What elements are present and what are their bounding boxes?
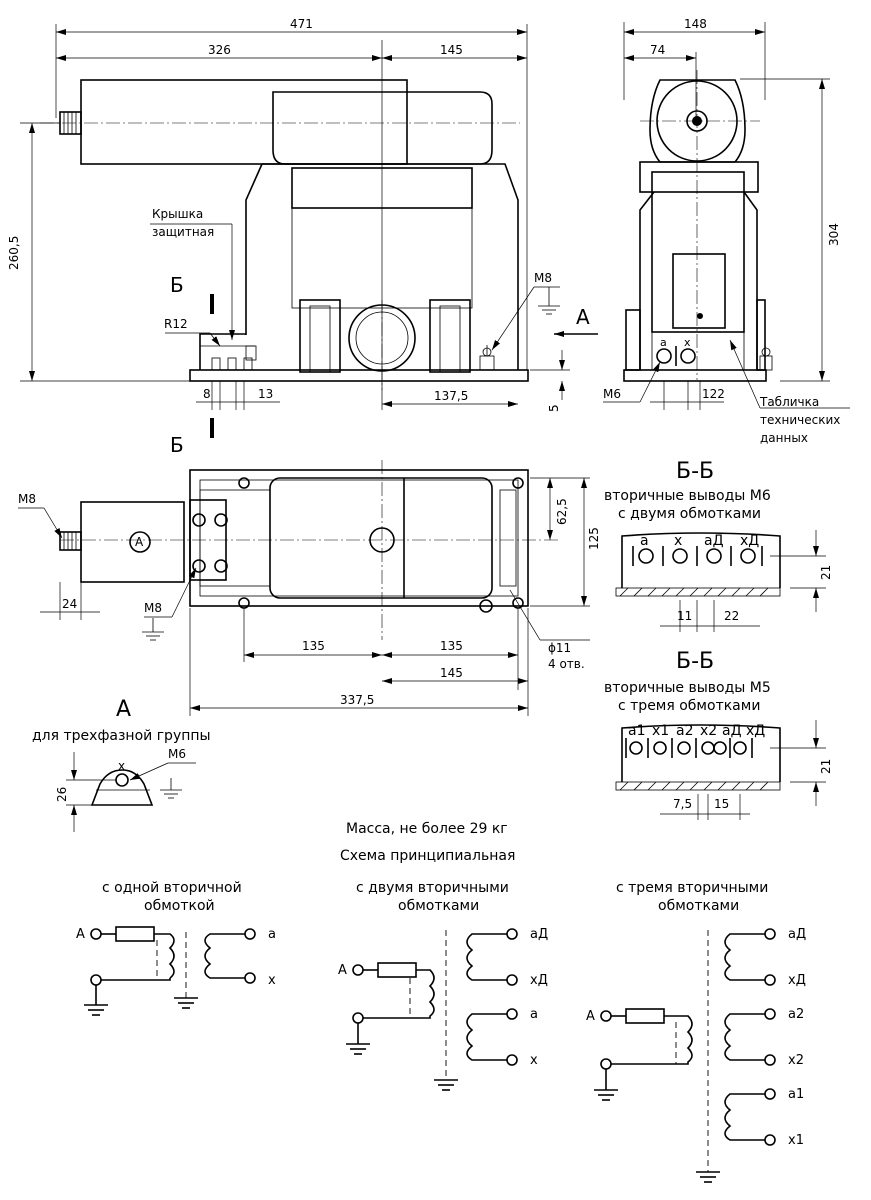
- dim-24: 24: [62, 597, 77, 611]
- section-bb1-line1: вторичные выводы М6: [604, 488, 771, 504]
- scheme3-xd: xД: [788, 973, 806, 988]
- dim-326: 326: [208, 43, 231, 57]
- scheme3-line1: с тремя вторичными: [616, 880, 768, 896]
- scheme2-line2: обмотками: [398, 898, 479, 914]
- section-bb2-line1: вторичные выводы М5: [604, 680, 771, 696]
- dim-13: 13: [258, 387, 273, 401]
- bb1-term-ad: aД: [704, 533, 724, 549]
- view-a-m6: M6: [168, 747, 186, 761]
- label-m6-side: M6: [603, 387, 621, 401]
- section-bb1-title: Б-Б: [676, 459, 714, 484]
- dim-62: 62,5: [555, 498, 569, 525]
- section-bb1-line2: с двумя обмотками: [618, 506, 761, 522]
- dim-135b: 135: [440, 639, 463, 653]
- dim-overall-length: 471: [290, 17, 313, 31]
- scheme3-a2: a2: [788, 1007, 804, 1022]
- hole-count: 4 отв.: [548, 657, 585, 671]
- side-view: 148 74 304 a x M6: [603, 17, 850, 445]
- scheme3-primary: A: [586, 1009, 595, 1024]
- label-m8-front: M8: [534, 271, 552, 285]
- scheme2-x: x: [530, 1053, 538, 1068]
- view-a-title: А: [116, 697, 131, 722]
- dim-145-top: 145: [440, 43, 463, 57]
- label-plate-1: Табличка: [759, 395, 819, 409]
- bb2-term-x2: x2: [700, 723, 717, 739]
- scheme3-ad: aД: [788, 927, 806, 942]
- bb2-dim-21: 21: [819, 759, 833, 774]
- scheme3-line2: обмотками: [658, 898, 739, 914]
- hole-dia: ϕ11: [548, 641, 571, 655]
- label-cover-1: Крышка: [152, 207, 203, 221]
- dim-8: 8: [203, 387, 211, 401]
- dim-135a: 135: [302, 639, 325, 653]
- plan-circle-a: А: [135, 535, 144, 549]
- scheme2-line1: с двумя вторичными: [356, 880, 509, 896]
- bb1-dim-11: 11: [677, 609, 692, 623]
- dim-5: 5: [547, 404, 561, 412]
- side-terminal-x: x: [684, 336, 691, 349]
- mass-text: Масса, не более 29 кг: [346, 821, 508, 837]
- scheme3-x1: x1: [788, 1133, 804, 1148]
- scheme2-ad: aД: [530, 927, 548, 942]
- scheme1-line1: с одной вторичной: [102, 880, 242, 896]
- view-a: А для трехфазной группы x M6 26: [32, 697, 211, 832]
- bb2-term-x1: x1: [652, 723, 669, 739]
- dim-260: 260,5: [7, 236, 21, 270]
- view-a-dim-26: 26: [55, 787, 69, 802]
- scheme1-x: x: [268, 973, 276, 988]
- dim-74: 74: [650, 43, 665, 57]
- label-plate-3: данных: [760, 431, 808, 445]
- dim-125: 125: [587, 527, 601, 550]
- scheme-one: с одной вторичной обмоткой A a x: [76, 880, 276, 1016]
- dim-122: 122: [702, 387, 725, 401]
- section-bb-1: Б-Б вторичные выводы М6 с двумя обмоткам…: [604, 459, 833, 632]
- section-bb-2: Б-Б вторичные выводы М5 с тремя обмоткам…: [604, 649, 833, 820]
- label-m8-plan-left: M8: [18, 492, 36, 506]
- bb2-term-xd: xД: [746, 723, 765, 739]
- dim-304: 304: [827, 223, 841, 246]
- bb2-term-a1: a1: [628, 723, 646, 739]
- dim-137: 137,5: [434, 389, 468, 403]
- bb1-term-x: x: [674, 533, 682, 549]
- bb2-term-ad: aД: [722, 723, 742, 739]
- scheme1-a: a: [268, 927, 276, 942]
- scheme-three: с тремя вторичными обмотками A aД xД a2 …: [586, 880, 806, 1183]
- scheme1-primary: A: [76, 927, 85, 942]
- scheme-two: с двумя вторичными обмотками A aД xД a x: [338, 880, 548, 1091]
- section-bb2-line2: с тремя обмотками: [618, 698, 760, 714]
- dim-145-plan: 145: [440, 666, 463, 680]
- scheme2-xd: xД: [530, 973, 548, 988]
- label-cover-2: защитная: [152, 225, 214, 239]
- front-view: 471 326 145 260,5: [7, 17, 598, 457]
- scheme3-a1: a1: [788, 1087, 804, 1102]
- label-m8-plan-bottom: M8: [144, 601, 162, 615]
- bb1-dim-22: 22: [724, 609, 739, 623]
- plan-view: А M8 M8 24 62,5 125 135 135 145 337,5: [18, 460, 601, 716]
- view-a-subtitle: для трехфазной группы: [32, 728, 211, 744]
- section-bb2-title: Б-Б: [676, 649, 714, 674]
- scheme1-line2: обмоткой: [144, 898, 215, 914]
- view-a-x: x: [118, 759, 125, 773]
- side-terminal-a: a: [660, 336, 667, 349]
- scheme2-a: a: [530, 1007, 538, 1022]
- label-r12: R12: [164, 317, 188, 331]
- bb2-term-a2: a2: [676, 723, 694, 739]
- dim-148: 148: [684, 17, 707, 31]
- view-a-arrow: А: [576, 305, 590, 329]
- scheme3-x2: x2: [788, 1053, 804, 1068]
- section-b-top: Б: [170, 273, 184, 297]
- bb2-dim-7: 7,5: [673, 797, 692, 811]
- schema-title: Схема принципиальная: [340, 848, 515, 864]
- section-b-bottom: Б: [170, 433, 184, 457]
- bb2-dim-15: 15: [714, 797, 729, 811]
- bb1-term-a: a: [640, 533, 649, 549]
- dim-337: 337,5: [340, 693, 374, 707]
- label-plate-2: технических: [760, 413, 840, 427]
- scheme2-primary: A: [338, 963, 347, 978]
- bb1-term-xd: xД: [740, 533, 759, 549]
- bb1-dim-21: 21: [819, 565, 833, 580]
